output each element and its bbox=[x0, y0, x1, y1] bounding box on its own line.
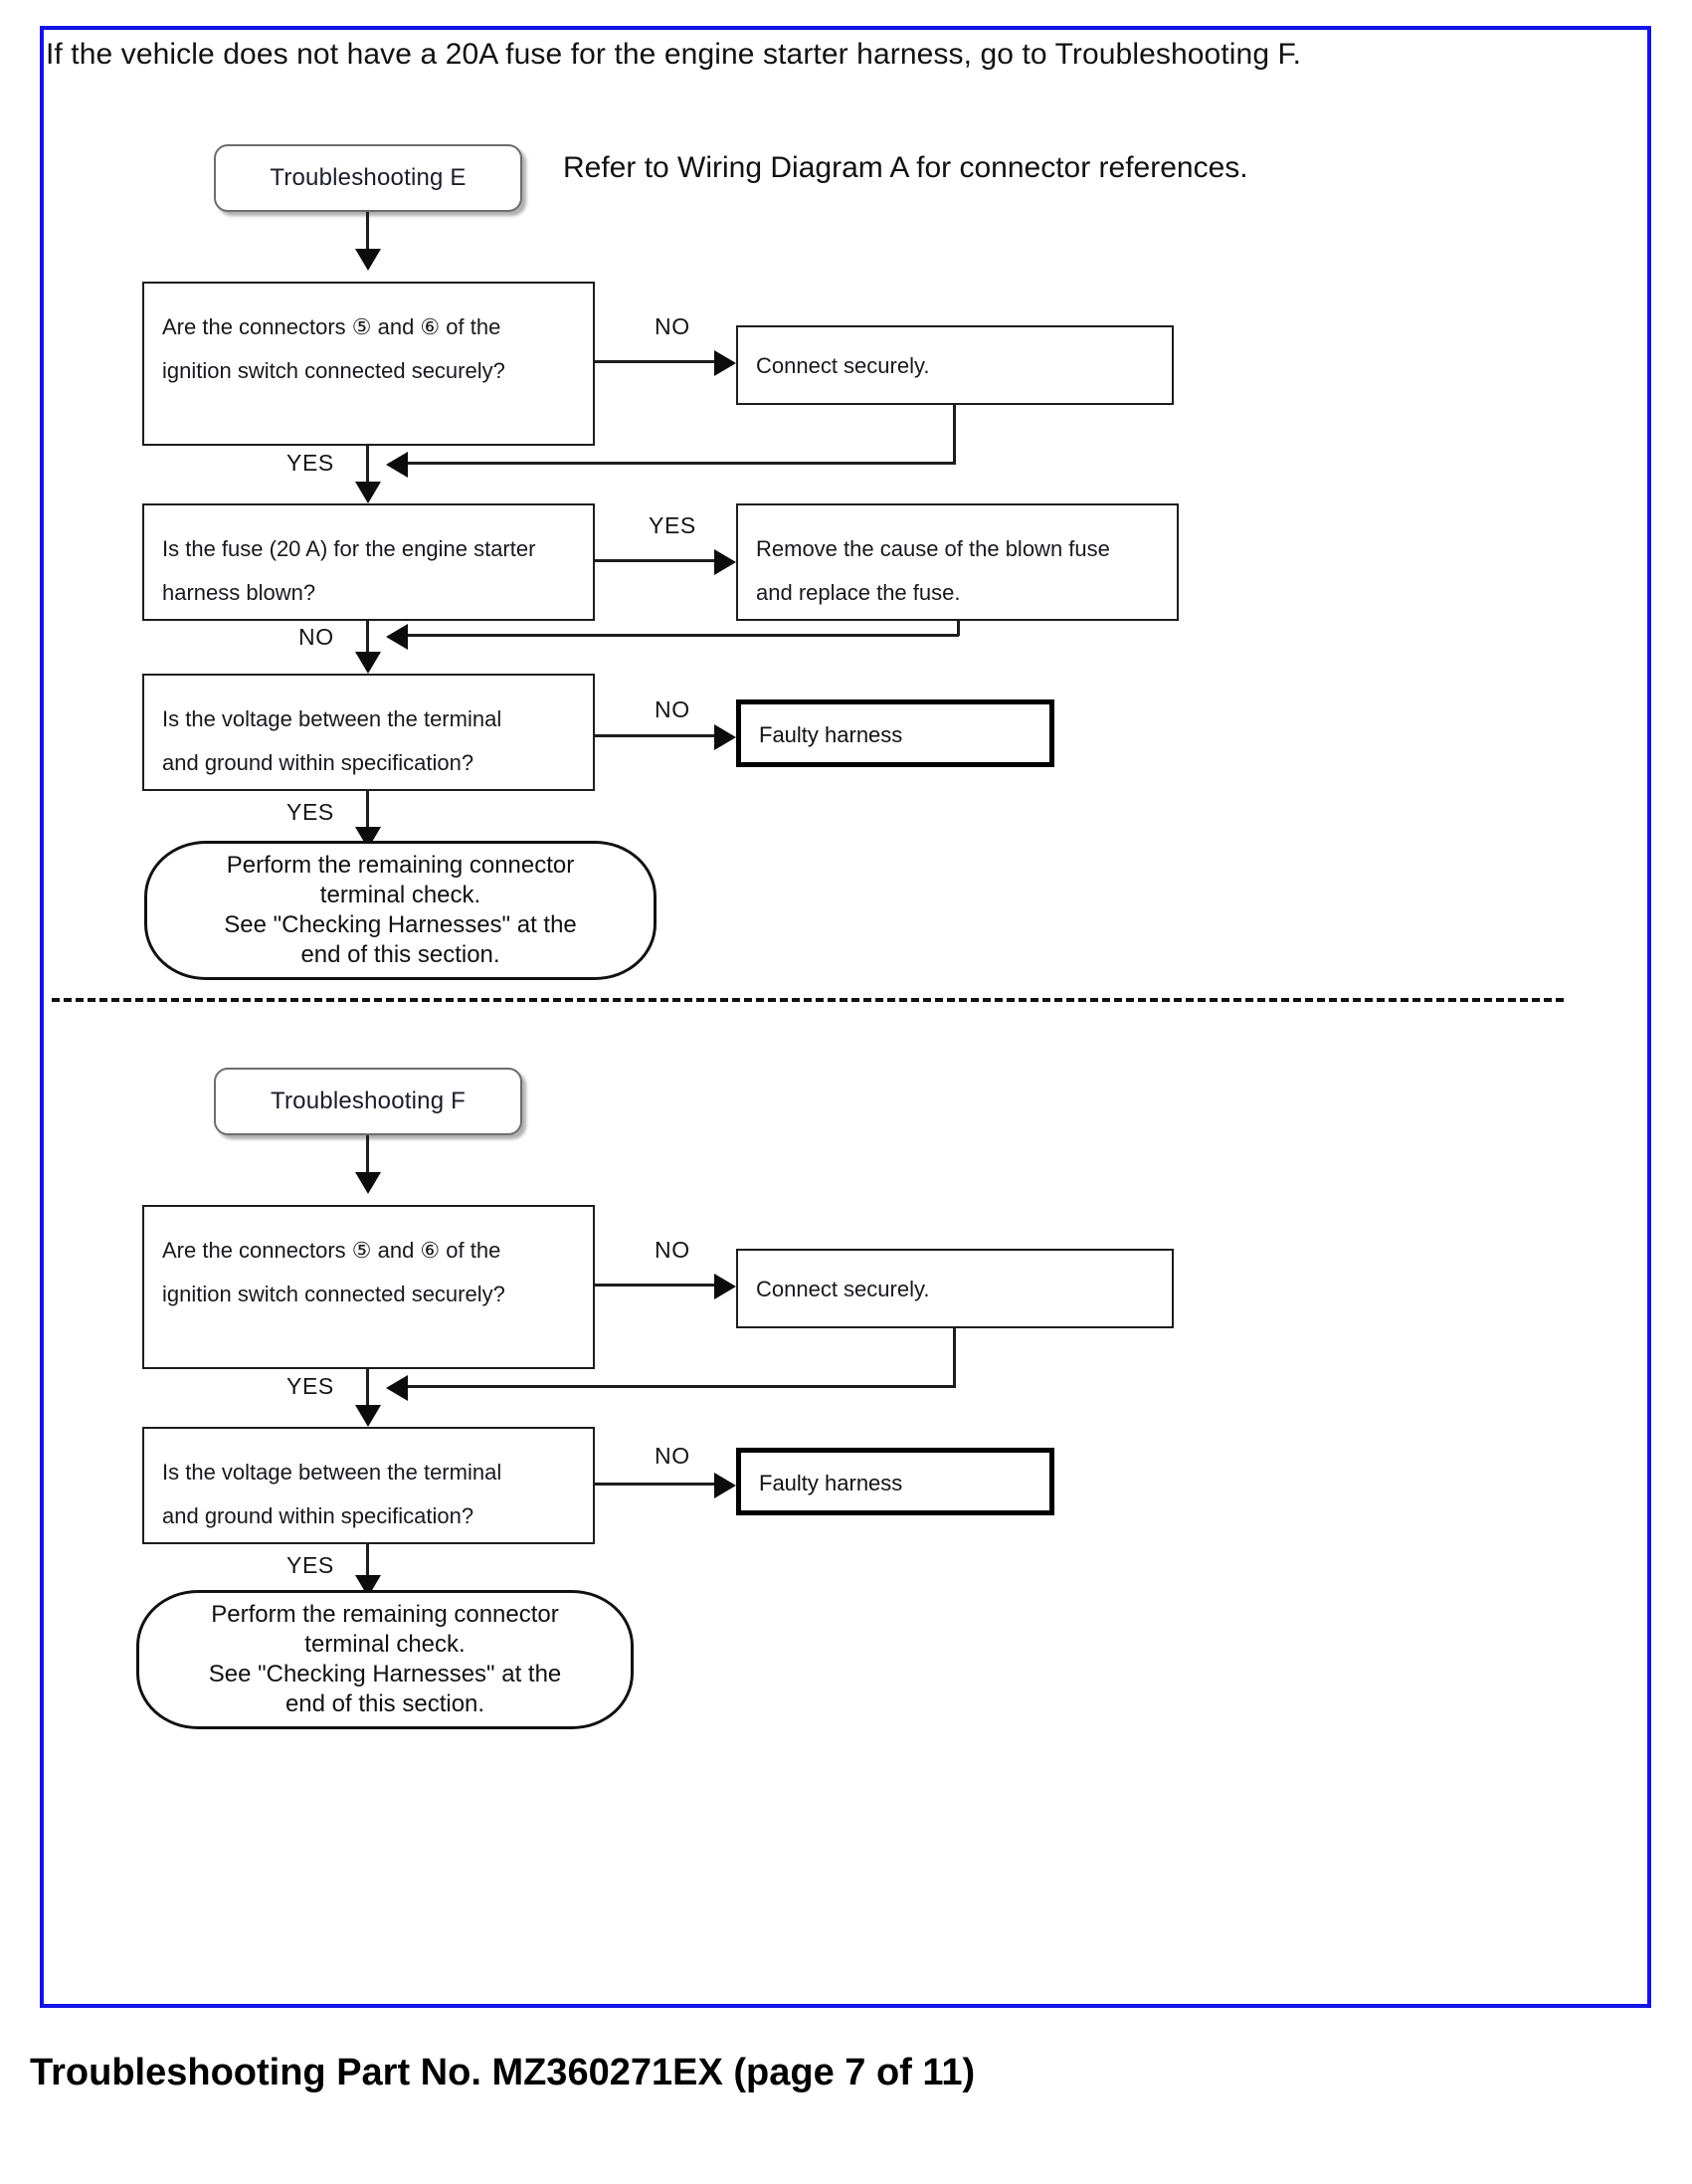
flow-e-q3-no-line bbox=[595, 734, 719, 737]
flow-e-q3-no-label: NO bbox=[655, 696, 690, 722]
flow-f-start-to-q1-arrow bbox=[355, 1172, 381, 1194]
flow-f-q2-yes-label: YES bbox=[286, 1552, 334, 1578]
flow-e-question-2-line-1: Is the fuse (20 A) for the engine starte… bbox=[162, 536, 536, 561]
flow-e-action-1-return-vline bbox=[953, 405, 956, 465]
flow-e-start-to-q1-line bbox=[366, 212, 369, 257]
flow-e-question-1-line-1: Are the connectors ⑤ and ⑥ of the bbox=[162, 314, 501, 339]
flow-e-q1-yes-arrow bbox=[355, 482, 381, 503]
flow-f-perform-line-2: terminal check. bbox=[304, 1631, 466, 1658]
flow-f-action-1-return-arrow bbox=[386, 1375, 408, 1401]
flow-e-q3-no-arrow bbox=[714, 724, 736, 750]
flow-e-question-1-box: Are the connectors ⑤ and ⑥ of the igniti… bbox=[142, 282, 595, 446]
flow-e-action-1-return-arrow bbox=[386, 452, 408, 478]
flow-e-action-2-return-arrow bbox=[386, 624, 408, 650]
flow-f-q1-no-line bbox=[595, 1284, 719, 1287]
flow-f-action-1-line-1: Connect securely. bbox=[756, 1277, 930, 1301]
flow-f-action-1-box: Connect securely. bbox=[736, 1249, 1174, 1328]
flow-f-question-2-line-1: Is the voltage between the terminal bbox=[162, 1460, 502, 1485]
flow-f-question-1-line-2: ignition switch connected securely? bbox=[162, 1282, 505, 1306]
flow-e-q3-yes-label: YES bbox=[286, 799, 334, 825]
flow-e-q1-no-line bbox=[595, 360, 719, 363]
flow-e-start-box: Troubleshooting E bbox=[214, 144, 522, 212]
flow-e-result-box: Faulty harness bbox=[736, 699, 1054, 767]
flow-e-q2-yes-label: YES bbox=[649, 512, 696, 538]
flow-e-question-2-box: Is the fuse (20 A) for the engine starte… bbox=[142, 503, 595, 621]
flow-e-perform-box: Perform the remaining connector terminal… bbox=[144, 841, 657, 980]
flow-e-action-1-box: Connect securely. bbox=[736, 325, 1174, 405]
flow-e-q2-yes-arrow bbox=[714, 549, 736, 575]
flow-e-q2-yes-line bbox=[595, 559, 719, 562]
flow-e-perform-line-1: Perform the remaining connector bbox=[226, 852, 575, 879]
flow-e-q2-no-arrow bbox=[355, 652, 381, 674]
flow-e-q2-no-label: NO bbox=[298, 624, 334, 650]
section-divider bbox=[52, 998, 1564, 1002]
flow-e-question-3-line-2: and ground within specification? bbox=[162, 750, 474, 775]
flow-e-question-1-line-2: ignition switch connected securely? bbox=[162, 358, 505, 383]
flow-f-question-2-box: Is the voltage between the terminal and … bbox=[142, 1427, 595, 1544]
flow-e-result-label: Faulty harness bbox=[759, 722, 903, 747]
flow-f-start-box: Troubleshooting F bbox=[214, 1068, 522, 1135]
flow-e-q1-no-label: NO bbox=[655, 313, 690, 339]
flow-f-q2-no-arrow bbox=[714, 1473, 736, 1498]
flow-e-question-3-box: Is the voltage between the terminal and … bbox=[142, 674, 595, 791]
flow-f-question-2-line-2: and ground within specification? bbox=[162, 1503, 474, 1528]
flow-f-q1-yes-arrow bbox=[355, 1405, 381, 1427]
flow-f-q1-no-label: NO bbox=[655, 1237, 690, 1263]
flow-f-perform-box: Perform the remaining connector terminal… bbox=[136, 1590, 634, 1729]
flow-e-q1-no-arrow bbox=[714, 350, 736, 376]
flow-f-q2-no-label: NO bbox=[655, 1443, 690, 1469]
footer-part-number: Troubleshooting Part No. MZ360271EX (pag… bbox=[30, 2052, 976, 2093]
flow-e-action-2-return-hline bbox=[396, 634, 959, 637]
flow-e-action-2-return-vline bbox=[957, 621, 960, 636]
flow-e-action-2-line-1: Remove the cause of the blown fuse bbox=[756, 536, 1110, 561]
flow-f-start-label: Troubleshooting F bbox=[271, 1088, 466, 1114]
flow-e-action-2-box: Remove the cause of the blown fuse and r… bbox=[736, 503, 1179, 621]
flow-f-q1-yes-line bbox=[366, 1369, 369, 1414]
flow-e-q1-yes-line bbox=[366, 446, 369, 491]
flow-f-start-to-q1-line bbox=[366, 1135, 369, 1180]
flow-f-perform-line-1: Perform the remaining connector bbox=[211, 1601, 559, 1628]
flow-e-question-2-line-2: harness blown? bbox=[162, 580, 316, 605]
wiring-diagram-reference-note: Refer to Wiring Diagram A for connector … bbox=[563, 151, 1248, 184]
flow-f-perform-line-4: end of this section. bbox=[284, 1690, 485, 1717]
flow-f-action-1-return-hline bbox=[396, 1385, 956, 1388]
header-note: If the vehicle does not have a 20A fuse … bbox=[46, 38, 1302, 71]
flow-e-action-2-line-2: and replace the fuse. bbox=[756, 580, 961, 605]
flow-f-q2-yes-line bbox=[366, 1544, 369, 1584]
flow-e-perform-line-3: See "Checking Harnesses" at the bbox=[224, 911, 577, 938]
flow-e-perform-line-2: terminal check. bbox=[319, 882, 481, 908]
flow-e-start-to-q1-arrow bbox=[355, 249, 381, 271]
flow-e-perform-line-4: end of this section. bbox=[300, 941, 500, 968]
flow-f-q1-no-arrow bbox=[714, 1274, 736, 1299]
flow-f-question-1-line-1: Are the connectors ⑤ and ⑥ of the bbox=[162, 1238, 501, 1263]
flow-e-action-1-return-hline bbox=[396, 462, 956, 465]
flow-e-question-3-line-1: Is the voltage between the terminal bbox=[162, 706, 502, 731]
flow-f-question-1-box: Are the connectors ⑤ and ⑥ of the igniti… bbox=[142, 1205, 595, 1369]
flow-f-result-box: Faulty harness bbox=[736, 1448, 1054, 1515]
flow-f-q2-no-line bbox=[595, 1483, 719, 1486]
flow-f-action-1-return-vline bbox=[953, 1328, 956, 1388]
flow-e-q3-yes-line bbox=[366, 791, 369, 836]
flow-f-result-label: Faulty harness bbox=[759, 1471, 903, 1495]
flow-f-perform-line-3: See "Checking Harnesses" at the bbox=[208, 1661, 562, 1688]
flow-e-q2-no-line bbox=[366, 621, 369, 661]
flow-e-action-1-line-1: Connect securely. bbox=[756, 353, 930, 378]
flow-e-start-label: Troubleshooting E bbox=[270, 164, 467, 191]
flow-e-q1-yes-label: YES bbox=[286, 450, 334, 476]
flow-f-q1-yes-label: YES bbox=[286, 1373, 334, 1399]
